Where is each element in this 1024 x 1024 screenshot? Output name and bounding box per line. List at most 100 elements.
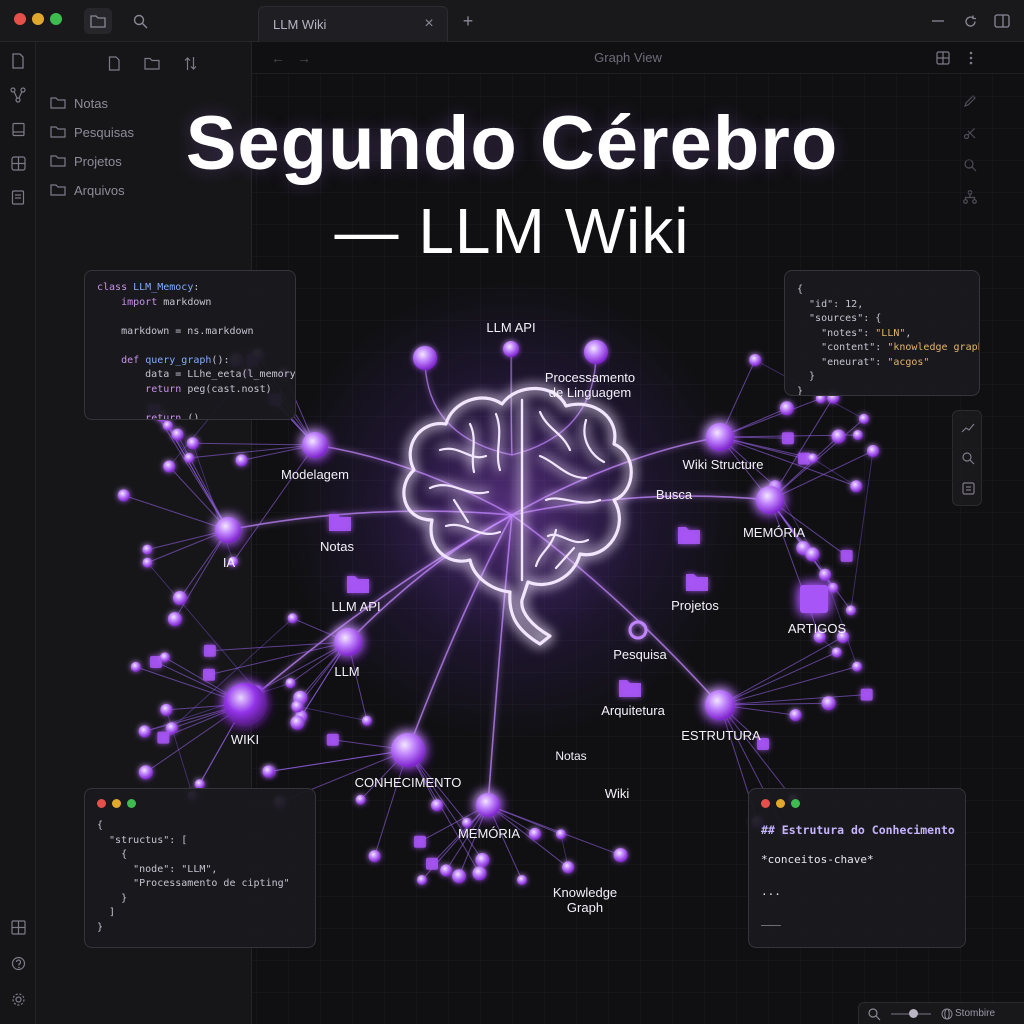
graph-node[interactable]: [194, 779, 205, 790]
back-arrow-icon[interactable]: ←: [271, 50, 285, 66]
folder-node-icon[interactable]: [329, 514, 351, 531]
graph-node[interactable]: [117, 489, 130, 502]
folder-icon[interactable]: [84, 8, 112, 34]
plus-icon[interactable]: +: [462, 10, 474, 31]
graph-node[interactable]: [828, 582, 839, 593]
graph-node[interactable]: [819, 568, 832, 581]
forward-arrow-icon[interactable]: →: [297, 50, 311, 66]
close-window-button[interactable]: [14, 13, 26, 25]
graph-node[interactable]: [749, 354, 762, 367]
graph-node-square[interactable]: [425, 857, 438, 870]
graph-node-square[interactable]: [203, 644, 216, 657]
graph-node[interactable]: [361, 715, 372, 726]
folder-node-icon[interactable]: [686, 574, 708, 591]
minus-icon[interactable]: [926, 9, 950, 33]
graph-node-square[interactable]: [157, 731, 170, 744]
graph-node[interactable]: [355, 794, 366, 805]
graph-node[interactable]: [836, 630, 849, 643]
graph-node[interactable]: [866, 444, 879, 457]
new-folder-icon[interactable]: [140, 52, 164, 74]
graph-hub-node[interactable]: [224, 683, 266, 725]
graph-hub-node[interactable]: [705, 690, 735, 720]
graph-hub-node[interactable]: [302, 432, 328, 458]
graph-node-square[interactable]: [202, 668, 215, 681]
graph-node-square[interactable]: [757, 737, 770, 750]
graph-node[interactable]: [858, 413, 869, 424]
sidebar-toggle-icon[interactable]: [990, 9, 1014, 33]
vault-icon[interactable]: [7, 916, 29, 938]
tab-llm-wiki[interactable]: LLM Wiki ×: [258, 6, 448, 42]
gear-icon[interactable]: [7, 988, 29, 1010]
graph-node-square[interactable]: [840, 549, 853, 562]
graph-node[interactable]: [562, 861, 575, 874]
new-note-icon[interactable]: [102, 52, 126, 74]
graph-node[interactable]: [368, 850, 381, 863]
graph-node[interactable]: [160, 703, 173, 716]
graph-node[interactable]: [184, 452, 195, 463]
sidebar-folder-item[interactable]: Notas: [50, 92, 108, 114]
graph-node[interactable]: [138, 765, 153, 780]
graph-node[interactable]: [413, 346, 437, 370]
graph-node[interactable]: [142, 544, 153, 555]
graph-node[interactable]: [262, 765, 275, 778]
graph-node[interactable]: [285, 678, 296, 689]
folder-node-icon[interactable]: [619, 680, 641, 697]
folder-node-icon[interactable]: [678, 527, 700, 544]
graph-node[interactable]: [228, 556, 239, 567]
graph-node[interactable]: [503, 341, 519, 357]
sidebar-folder-item[interactable]: Projetos: [50, 150, 122, 172]
graph-hub-node[interactable]: [706, 423, 734, 451]
graph-node[interactable]: [290, 715, 305, 730]
graph-hub-node[interactable]: [334, 628, 362, 656]
graph-node[interactable]: [779, 401, 794, 416]
graph-node[interactable]: [831, 429, 846, 444]
graph-node-square[interactable]: [800, 585, 828, 613]
graph-node[interactable]: [850, 480, 863, 493]
graph-node-square[interactable]: [781, 432, 794, 445]
search-icon[interactable]: [126, 8, 154, 34]
book-icon[interactable]: [7, 118, 29, 140]
sidebar-folder-item[interactable]: Pesquisas: [50, 121, 134, 143]
zoom-in-icon[interactable]: [957, 447, 979, 469]
graph-node-square[interactable]: [149, 655, 162, 668]
graph-node[interactable]: [172, 591, 187, 606]
graph-node[interactable]: [431, 799, 444, 812]
graph-node[interactable]: [138, 725, 151, 738]
graph-node[interactable]: [142, 557, 153, 568]
sidebar-folder-item[interactable]: Arquivos: [50, 179, 125, 201]
graph-node[interactable]: [805, 547, 820, 562]
graph-node[interactable]: [528, 827, 541, 840]
graph-node[interactable]: [852, 661, 863, 672]
graph-node[interactable]: [555, 829, 566, 840]
trend-icon[interactable]: [957, 417, 979, 439]
graph-node[interactable]: [162, 420, 173, 431]
graph-node[interactable]: [235, 454, 248, 467]
graph-node-square[interactable]: [798, 452, 811, 465]
note-list-icon[interactable]: [957, 477, 979, 499]
file-icon[interactable]: [7, 50, 29, 72]
graph-node[interactable]: [287, 613, 298, 624]
zoom-icon[interactable]: [867, 1007, 881, 1021]
graph-node[interactable]: [440, 864, 453, 877]
graph-node[interactable]: [163, 460, 176, 473]
graph-node[interactable]: [516, 875, 527, 885]
graph-node[interactable]: [472, 866, 487, 881]
graph-hub-node[interactable]: [756, 486, 784, 514]
graph-node[interactable]: [130, 661, 141, 672]
graph-node[interactable]: [852, 429, 863, 440]
graph-node-square[interactable]: [860, 688, 873, 701]
graph-node[interactable]: [789, 709, 802, 722]
graph-node[interactable]: [813, 630, 826, 643]
graph-node[interactable]: [186, 437, 199, 450]
document-icon[interactable]: [7, 186, 29, 208]
graph-node-square[interactable]: [326, 733, 339, 746]
graph-node[interactable]: [416, 875, 427, 885]
graph-node[interactable]: [475, 853, 490, 868]
sync-icon[interactable]: [958, 9, 982, 33]
graph-node[interactable]: [171, 428, 184, 441]
graph-icon[interactable]: [7, 84, 29, 106]
graph-node[interactable]: [845, 605, 856, 616]
graph-hub-node[interactable]: [215, 517, 241, 543]
help-icon[interactable]: [7, 952, 29, 974]
graph-node[interactable]: [461, 817, 472, 828]
